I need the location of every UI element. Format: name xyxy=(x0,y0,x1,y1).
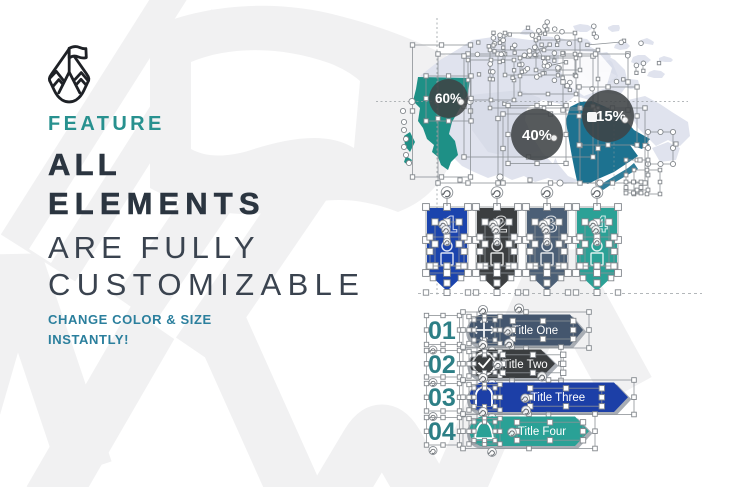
svg-text:Title Two: Title Two xyxy=(502,359,547,371)
svg-text:01: 01 xyxy=(428,317,456,345)
svg-text:04: 04 xyxy=(428,418,456,446)
svg-text:03: 03 xyxy=(428,384,456,412)
svg-text:02: 02 xyxy=(428,351,456,379)
svg-text:40%: 40% xyxy=(522,127,552,144)
svg-text:Title Four: Title Four xyxy=(518,426,566,438)
svg-text:Title One: Title One xyxy=(512,325,558,337)
svg-text:15%: 15% xyxy=(596,108,626,125)
svg-text:Title Three: Title Three xyxy=(531,392,585,404)
svg-text:60%: 60% xyxy=(435,91,462,106)
